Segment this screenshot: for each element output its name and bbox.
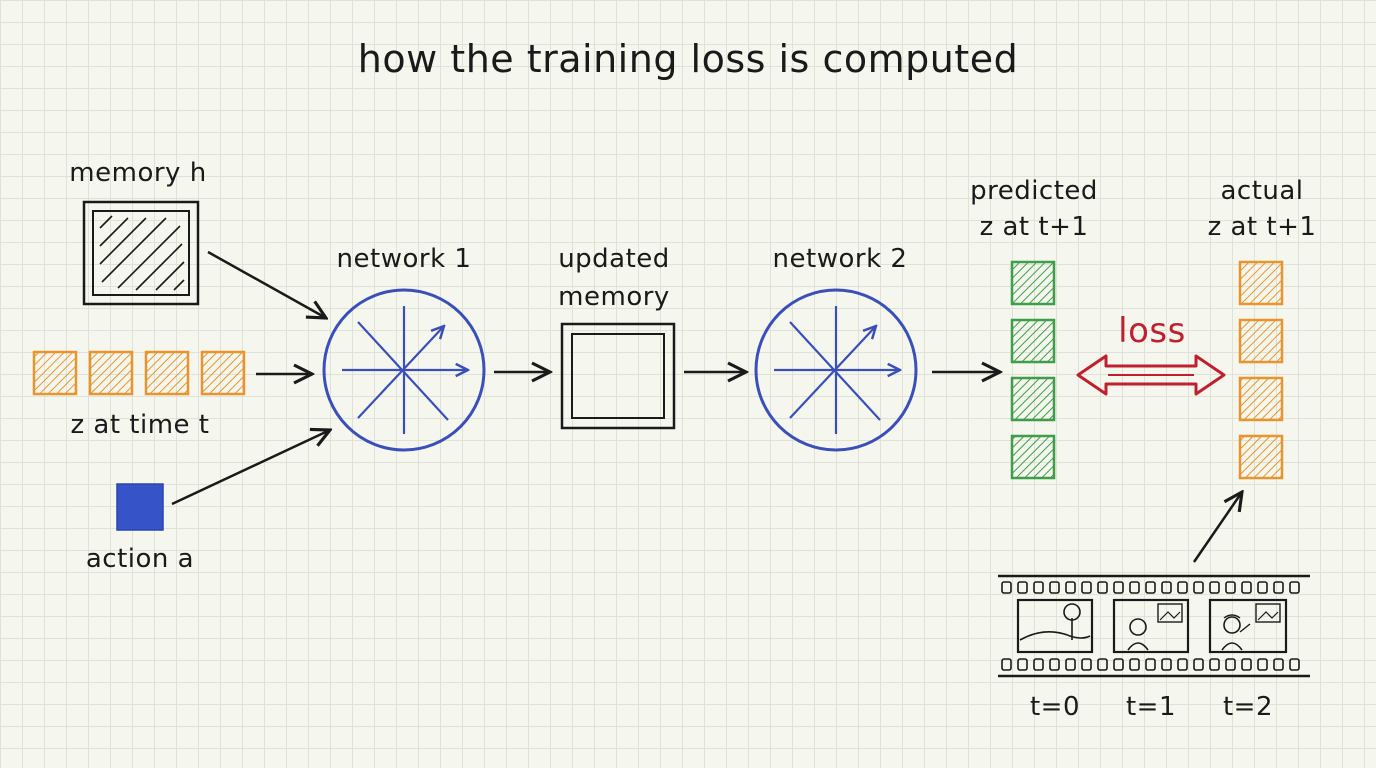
frame-label-t2: t=2	[1222, 692, 1274, 722]
page-title: how the training loss is computed	[357, 37, 1019, 81]
frame-label-t0: t=0	[1029, 692, 1081, 722]
loss-label: loss	[1118, 311, 1186, 351]
z-input-vector	[32, 350, 246, 396]
filmstrip	[998, 574, 1310, 678]
film-frame-2	[1208, 598, 1288, 654]
actual-cell	[1238, 260, 1284, 306]
action-square	[116, 483, 164, 531]
actual-cell	[1238, 376, 1284, 422]
actual-vector	[1238, 260, 1284, 480]
actual-cell	[1238, 434, 1284, 480]
actual-label-line2: z at t+1	[1207, 212, 1317, 242]
predicted-cell	[1010, 260, 1056, 306]
arrow-action-to-network1	[171, 430, 330, 506]
predicted-vector	[1010, 260, 1056, 480]
arrow-filmstrip-to-actual	[1192, 492, 1242, 563]
network1-node	[322, 288, 486, 452]
actual-label-line1: actual	[1220, 176, 1304, 206]
network2-label: network 2	[772, 244, 908, 274]
network1-label: network 1	[336, 244, 472, 274]
predicted-cell	[1010, 376, 1056, 422]
predicted-label-line1: predicted	[970, 176, 1098, 206]
z-input-cell	[32, 350, 78, 396]
action-label: action a	[85, 544, 195, 574]
loss-double-arrow	[1076, 354, 1226, 396]
z-input-cell	[144, 350, 190, 396]
memory-label: memory h	[69, 158, 207, 188]
arrow-memory-to-network1	[207, 250, 326, 318]
predicted-cell	[1010, 318, 1056, 364]
updated-memory-box	[560, 322, 676, 430]
network2-node	[754, 288, 918, 452]
predicted-cell	[1010, 434, 1056, 480]
frame-label-t1: t=1	[1125, 692, 1177, 722]
predicted-label-line2: z at t+1	[979, 212, 1089, 242]
memory-box	[82, 200, 200, 306]
memory-scribble	[99, 215, 185, 291]
film-frame-1	[1112, 598, 1190, 654]
actual-cell	[1238, 318, 1284, 364]
z-time-t-label: z at time t	[70, 410, 210, 440]
updated-memory-label-line2: memory	[558, 282, 670, 312]
z-input-cell	[200, 350, 246, 396]
z-input-cell	[88, 350, 134, 396]
film-frame-0	[1016, 598, 1094, 654]
updated-memory-label-line1: updated	[558, 244, 670, 274]
